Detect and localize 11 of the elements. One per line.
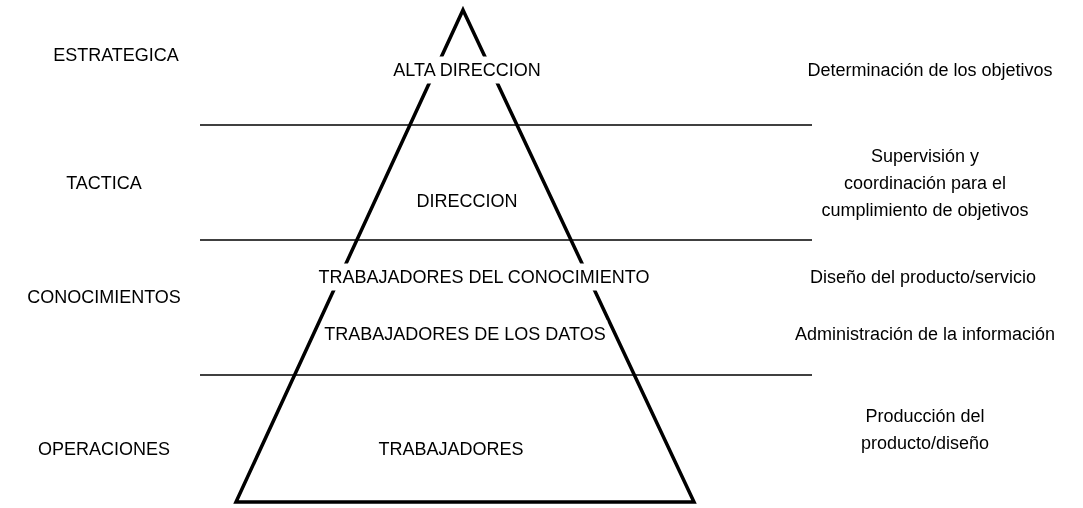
level-description: Determinación de los objetivos [807, 58, 1053, 82]
level-description: Administración de la información [794, 322, 1056, 346]
level-title: ALTA DIRECCION [391, 56, 543, 84]
level-description: Diseño del producto/servicio [809, 265, 1037, 289]
level-title: TRABAJADORES DEL CONOCIMIENTO [316, 263, 652, 291]
level-description: Producción del producto/diseño [859, 405, 991, 455]
level-description: Supervisión y coordinación para el cumplimiento de objetivos [820, 144, 1030, 222]
level-label: OPERACIONES [38, 437, 170, 461]
level-label: TACTICA [66, 171, 142, 195]
level-label: ESTRATEGICA [53, 43, 179, 67]
level-label: CONOCIMIENTOS [27, 285, 181, 309]
